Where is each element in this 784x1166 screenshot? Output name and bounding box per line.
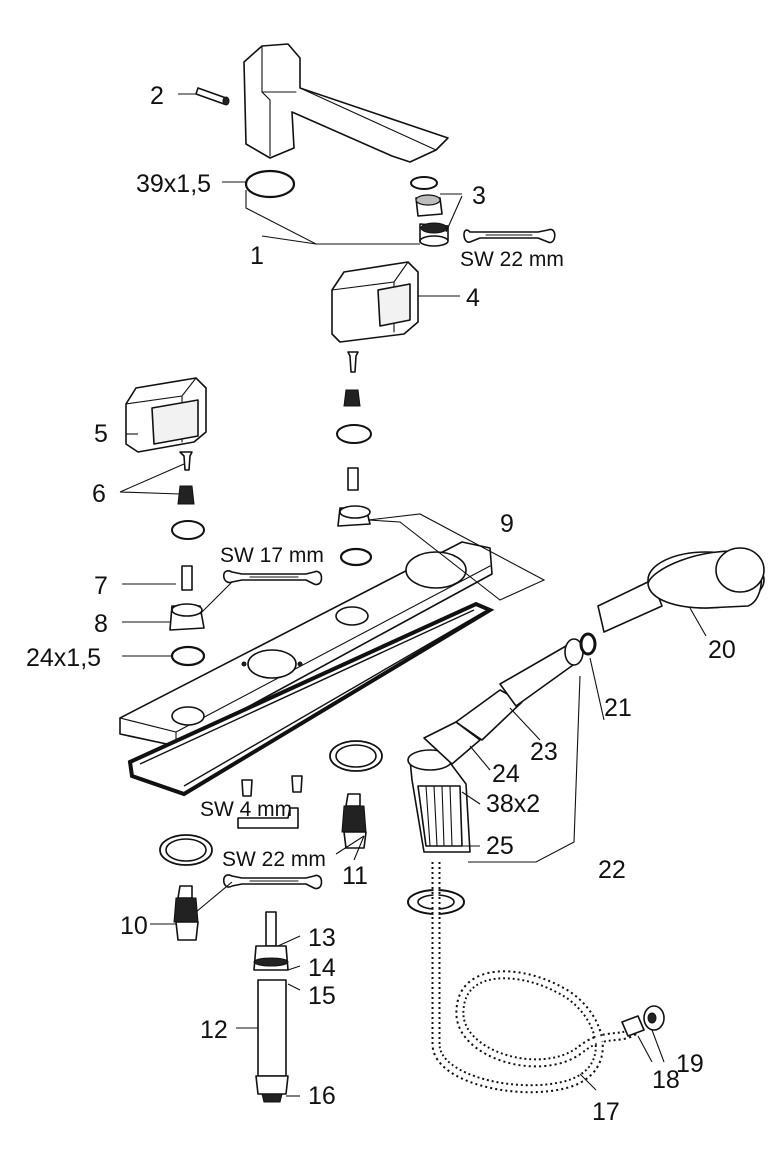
handle-4 xyxy=(331,261,419,343)
label-wrench-17: SW 17 mm xyxy=(220,544,324,567)
left-valve-stack xyxy=(169,451,206,667)
label-22: 22 xyxy=(598,856,626,884)
valve-10 xyxy=(173,885,199,941)
base-screws xyxy=(241,775,303,797)
label-19: 19 xyxy=(676,1050,704,1078)
label-seal-38: 38x2 xyxy=(486,790,540,818)
label-14: 14 xyxy=(308,954,336,982)
washer-inner xyxy=(335,744,377,768)
label-23: 23 xyxy=(530,738,558,766)
label-10: 10 xyxy=(120,912,148,940)
label-3: 3 xyxy=(472,182,486,210)
leader-lines xyxy=(119,93,707,1097)
label-21: 21 xyxy=(604,694,632,722)
label-25: 25 xyxy=(486,832,514,860)
hand-shower xyxy=(597,547,765,633)
label-16: 16 xyxy=(308,1082,336,1110)
label-2: 2 xyxy=(150,82,164,110)
label-4: 4 xyxy=(466,284,480,312)
handle-5 xyxy=(125,377,207,453)
label-12: 12 xyxy=(200,1016,228,1044)
wrench-22-bottom xyxy=(222,874,323,890)
base-plate xyxy=(119,541,493,747)
part-labels: 2 39x1,5 1 3 SW 22 mm 4 5 6 SW 17 mm 9 7… xyxy=(26,82,736,1126)
label-7: 7 xyxy=(94,572,108,600)
label-20: 20 xyxy=(708,636,736,664)
handle-4-fixings xyxy=(336,351,373,567)
label-wrench-22-bottom: SW 22 mm xyxy=(222,848,326,871)
label-5: 5 xyxy=(94,420,108,448)
pin xyxy=(195,87,230,106)
base-gasket xyxy=(127,601,495,797)
label-1: 1 xyxy=(250,242,264,270)
label-oring-24: 24x1,5 xyxy=(26,644,101,672)
hose-coil xyxy=(431,862,639,1094)
aerator-set xyxy=(410,176,449,247)
wrench-22-top xyxy=(463,228,556,244)
label-15: 15 xyxy=(308,982,336,1010)
spout xyxy=(243,43,449,163)
wrench-17 xyxy=(222,570,323,586)
washer-left-inner xyxy=(165,838,207,862)
label-17: 17 xyxy=(592,1098,620,1126)
label-allen-4: SW 4 mm xyxy=(200,798,292,821)
label-8: 8 xyxy=(94,610,108,638)
hose-connector xyxy=(407,632,597,853)
allen-key-4 xyxy=(237,807,299,829)
label-13: 13 xyxy=(308,924,336,952)
diverter-cartridge xyxy=(253,911,289,1103)
label-24: 24 xyxy=(492,760,520,788)
label-11: 11 xyxy=(342,862,368,890)
oring-39 xyxy=(244,169,296,199)
label-wrench-22-top: SW 22 mm xyxy=(460,248,564,271)
label-6: 6 xyxy=(92,480,106,508)
label-oring-39: 39x1,5 xyxy=(136,170,211,198)
label-18: 18 xyxy=(652,1066,680,1094)
hose-fittings xyxy=(621,1005,665,1037)
label-9: 9 xyxy=(500,510,514,538)
